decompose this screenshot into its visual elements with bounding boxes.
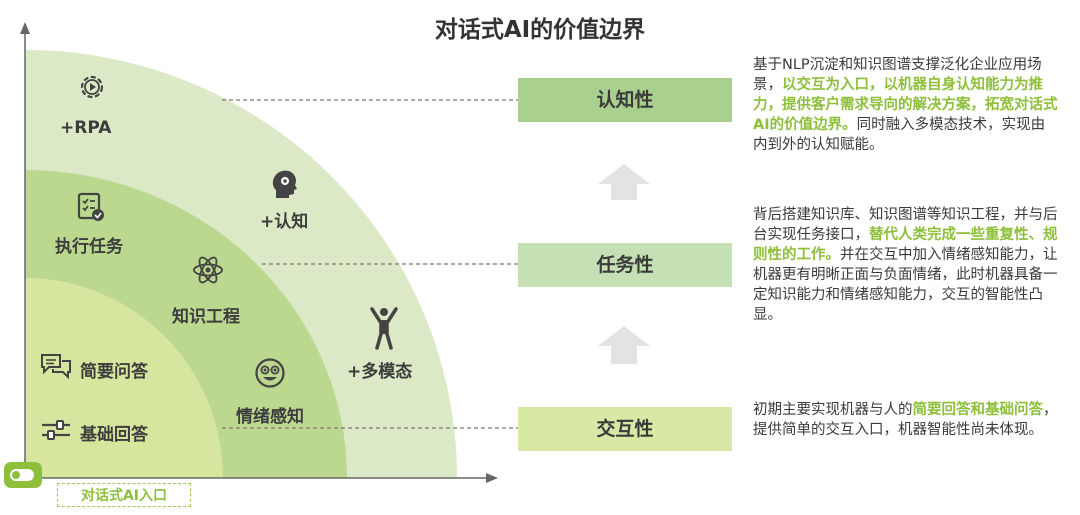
y-axis-arrow bbox=[20, 22, 30, 34]
sliders-icon bbox=[42, 420, 70, 440]
smiley-face-icon bbox=[255, 358, 285, 388]
arc-item-emotion-perception: 情绪感知 bbox=[236, 407, 304, 427]
desc-cognitive-text-2: 同时融入多模态技术，实现由内到外的认知赋能。 bbox=[753, 117, 1046, 153]
arc-item-cognition: +认知 bbox=[260, 212, 309, 232]
task-checklist-icon bbox=[77, 192, 104, 221]
tier-task: 任务性 bbox=[518, 243, 732, 287]
person-arms-up-icon bbox=[370, 307, 398, 350]
inner-arc bbox=[25, 278, 223, 478]
arc-item-rpa: +RPA bbox=[60, 118, 112, 138]
desc-cognitive: 基于NLP沉淀和知识图谱支撑泛化企业应用场景，以交互为入口，以机器自身认知能力为… bbox=[753, 55, 1059, 155]
toggle-switch-icon bbox=[4, 462, 42, 488]
desc-cognitive-highlight: 以交互为入口，以机器自身认知能力为推力，提供客户需求导向的解决方案，拓宽对话式A… bbox=[753, 77, 1058, 133]
desc-cognitive-text-1: 基于NLP沉淀和知识图谱支撑泛化企业应用场景， bbox=[753, 57, 1042, 93]
atom-icon bbox=[193, 256, 223, 284]
gear-play-icon bbox=[80, 75, 104, 99]
desc-interaction-text-1: 初期主要实现机器与人的 bbox=[753, 402, 913, 418]
up-arrow-upper bbox=[598, 164, 650, 200]
arc-item-basic-answer: 基础回答 bbox=[80, 425, 148, 445]
desc-interaction-text-2: ，提供简单的交互入口，机器智能性尚未体现。 bbox=[753, 402, 1058, 438]
desc-task-text-1: 背后搭建知识库、知识图谱等知识工程，并与后台实现任务接口， bbox=[753, 207, 1058, 243]
tier-cognitive: 认知性 bbox=[518, 78, 732, 122]
desc-task-highlight: 替代人类完成一些重复性、规则性的工作。 bbox=[753, 227, 1058, 263]
arc-item-execute-task: 执行任务 bbox=[55, 237, 123, 257]
tier-interaction: 交互性 bbox=[518, 407, 732, 451]
x-axis-arrow bbox=[486, 473, 498, 483]
entry-label: 对话式AI入口 bbox=[57, 483, 191, 507]
brain-head-icon bbox=[272, 170, 297, 198]
page-title: 对话式AI的价值边界 bbox=[434, 17, 646, 43]
chat-bubbles-icon bbox=[41, 354, 71, 380]
up-arrow-lower bbox=[598, 326, 650, 364]
desc-interaction: 初期主要实现机器与人的简要回答和基础问答，提供简单的交互入口，机器智能性尚未体现… bbox=[753, 400, 1059, 440]
arc-item-multimodal: +多模态 bbox=[347, 362, 413, 382]
desc-interaction-highlight: 简要回答和基础问答 bbox=[912, 402, 1044, 418]
desc-task: 背后搭建知识库、知识图谱等知识工程，并与后台实现任务接口，替代人类完成一些重复性… bbox=[753, 205, 1059, 325]
arc-item-knowledge-engineering: 知识工程 bbox=[172, 307, 240, 327]
arc-item-brief-qa: 简要问答 bbox=[80, 362, 148, 382]
desc-task-text-2: 并在交互中加入情绪感知能力，让机器更有明晰正面与负面情绪，此时机器具备一定知识能… bbox=[753, 247, 1058, 323]
